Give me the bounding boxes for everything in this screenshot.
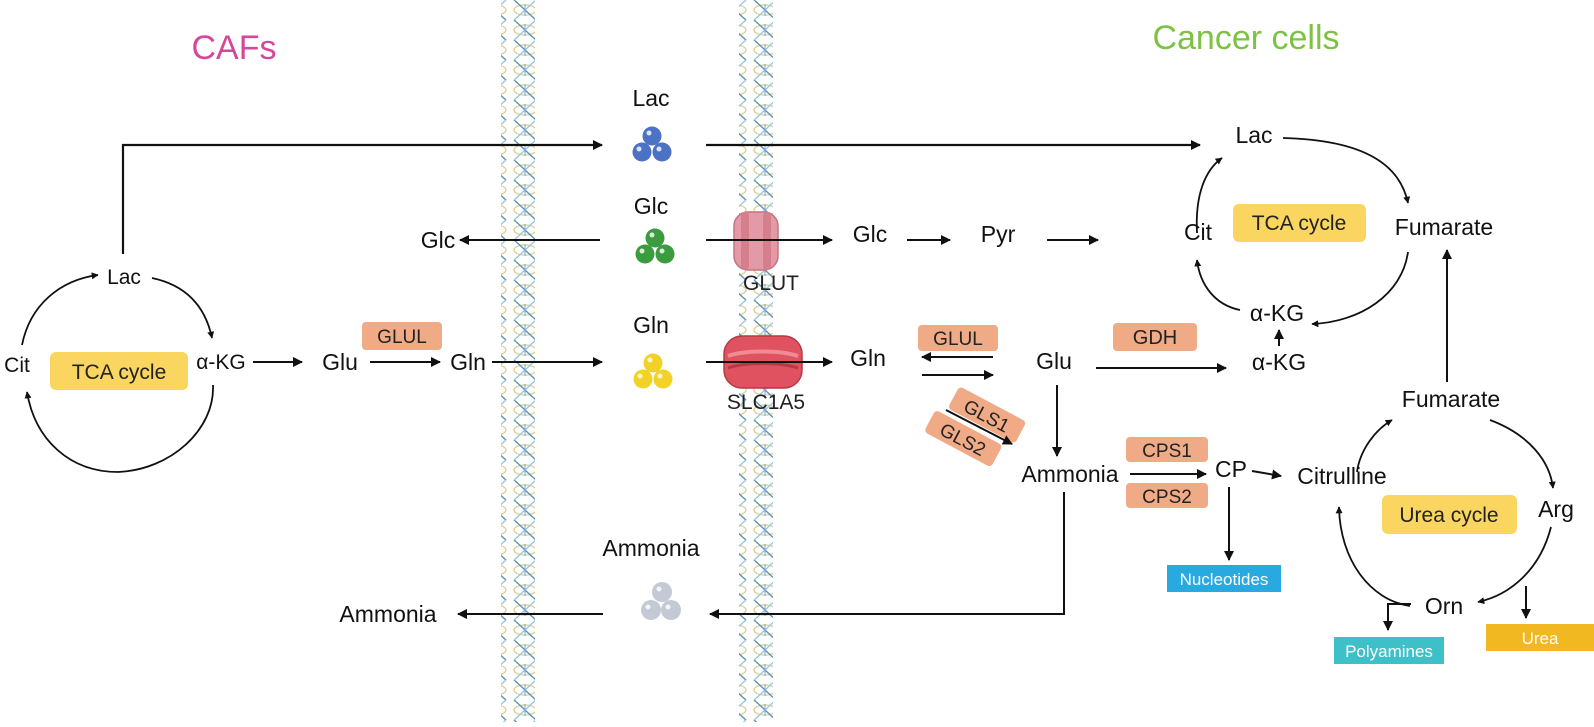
urea-box	[1486, 624, 1594, 651]
cancer-glu: Glu	[1036, 348, 1072, 374]
ext-ammonia-label: Ammonia	[602, 535, 699, 561]
cancer-akg-cycle: α-KG	[1250, 300, 1304, 326]
glut-label: GLUT	[743, 272, 799, 295]
gls-enzymes: GLS1 GLS2	[925, 387, 1026, 467]
ext-gln-label: Gln	[633, 312, 669, 338]
cancer-ammonia: Ammonia	[1021, 461, 1118, 487]
cancer-fumarate-tca: Fumarate	[1395, 214, 1493, 240]
caf-gln: Gln	[450, 349, 486, 375]
cancer-pyr: Pyr	[981, 221, 1016, 247]
cancer-akg: α-KG	[1252, 349, 1306, 375]
cancer-fumarate-urea: Fumarate	[1402, 386, 1500, 412]
caf-title: CAFs	[192, 29, 277, 67]
caf-ammonia: Ammonia	[339, 601, 436, 627]
cancer-lac: Lac	[1235, 122, 1272, 148]
caf-glul-box	[362, 322, 442, 350]
cancer-glul-label: GLUL	[933, 329, 983, 350]
cps2-label: CPS2	[1142, 487, 1192, 508]
polyamines-box	[1334, 637, 1444, 664]
cancer-glc: Glc	[853, 221, 888, 247]
gdh-box	[1113, 323, 1197, 351]
caf-lac-export-arrow	[121, 140, 603, 254]
cps2-box	[1126, 483, 1208, 508]
ammonia-export-arrow	[709, 492, 1065, 619]
cancer-glul-box	[918, 325, 998, 351]
ext-glc-label: Glc	[634, 193, 669, 219]
cancer-title: Cancer cells	[1152, 19, 1339, 57]
cancer-arg: Arg	[1538, 496, 1574, 522]
caf-tca-label: TCA cycle	[72, 361, 167, 384]
caf-glul-label: GLUL	[377, 327, 427, 348]
polyamines-label: Polyamines	[1345, 642, 1433, 661]
caf-tca-cycle: TCA cycle Lac Cit α-KG	[4, 266, 246, 473]
nucleotides-box	[1167, 565, 1281, 592]
ext-lac-label: Lac	[632, 85, 669, 111]
cancer-tca-box	[1233, 204, 1366, 242]
cancer-cp: CP	[1215, 456, 1247, 482]
cancer-tca-cycle: TCA cycle Lac Cit Fumarate α-KG	[1184, 122, 1493, 328]
urea-cycle: Urea cycle Citrulline Fumarate Arg Orn	[1297, 386, 1574, 619]
cp-to-citrulline-arrow	[1251, 469, 1282, 480]
caf-cit: Cit	[4, 354, 30, 377]
nucleotides-label: Nucleotides	[1180, 570, 1269, 589]
urea-label: Urea	[1522, 629, 1559, 648]
gln-molecule-icon	[633, 353, 673, 389]
cancer-gln: Gln	[850, 345, 886, 371]
caf-akg: α-KG	[196, 351, 245, 374]
glc-molecule-icon	[635, 228, 675, 264]
ammonia-molecule-icon	[641, 582, 681, 620]
urea-cycle-box	[1382, 495, 1517, 534]
caf-lac: Lac	[107, 266, 141, 289]
gdh-label: GDH	[1133, 327, 1177, 349]
orn-to-polyamines-arrow	[1383, 603, 1411, 631]
slc1a5-label: SLC1A5	[727, 391, 805, 414]
cancer-cit: Cit	[1184, 219, 1213, 245]
gls2-box	[925, 411, 1002, 467]
lac-molecule-icon	[632, 126, 672, 162]
caf-glu: Glu	[322, 349, 358, 375]
caf-tca-box	[50, 352, 188, 390]
cancer-citrulline: Citrulline	[1297, 463, 1386, 489]
gls1-box	[949, 387, 1026, 443]
cps1-label: CPS1	[1142, 441, 1192, 462]
caf-glc: Glc	[421, 227, 456, 253]
gln-to-ammonia-arrow	[945, 409, 1013, 445]
cps1-box	[1126, 437, 1208, 462]
urea-cycle-label: Urea cycle	[1399, 504, 1498, 527]
cancer-orn: Orn	[1425, 593, 1463, 619]
cancer-tca-label: TCA cycle	[1252, 212, 1347, 235]
